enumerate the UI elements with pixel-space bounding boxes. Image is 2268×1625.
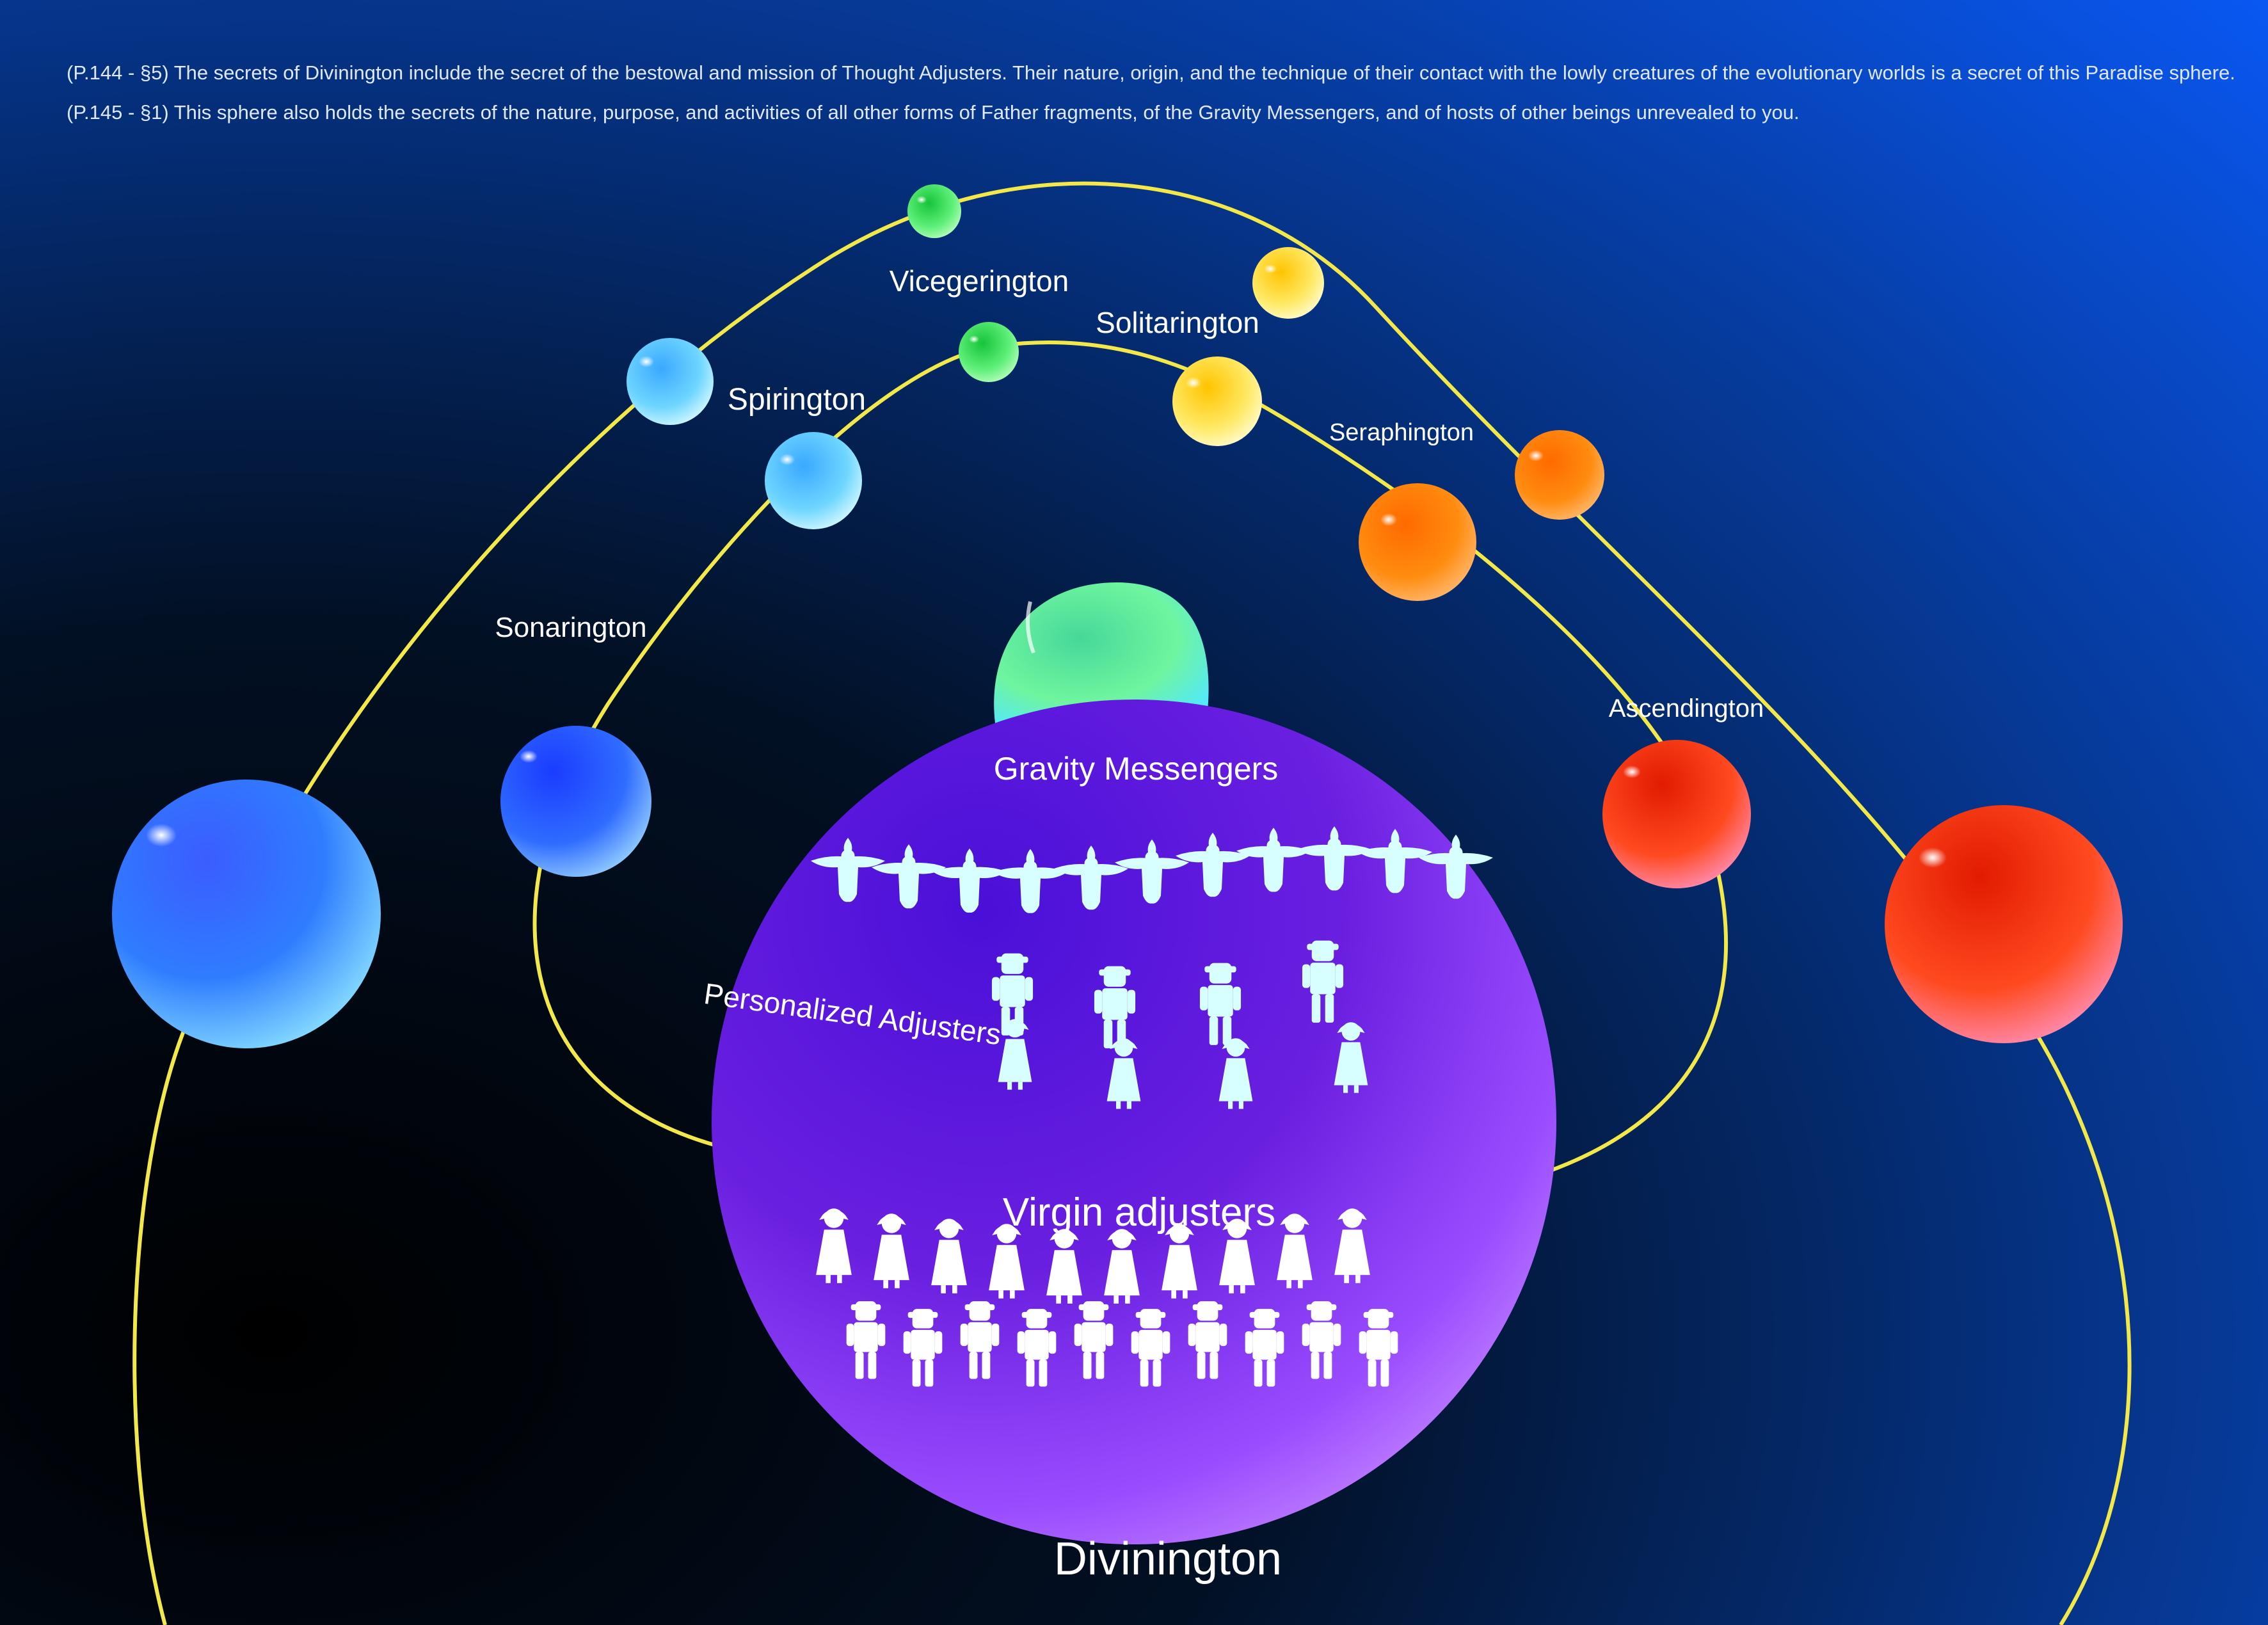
seraphington-sphere [1359,483,1476,601]
solitarington-sphere [1172,356,1262,446]
outer-orbit-path [132,181,2132,1625]
spirington-sphere [765,432,862,529]
caption-line-1: (P.144 - §5) The secrets of Divinington … [67,61,2235,84]
outer-sphere-green [907,184,961,238]
sonarington-label: Sonarington [495,612,646,643]
vicegerington-label: Vicegerington [890,264,1069,298]
outer-sphere-blue [112,780,381,1048]
outer-sphere-orange [1515,430,1604,520]
ascendington-sphere [1602,740,1751,888]
outer-sphere-yellow [1252,247,1324,319]
seraphington-label: Seraphington [1329,419,1474,446]
gravity-messengers-label: Gravity Messengers [994,751,1279,787]
outer-sphere-cyan [627,338,714,425]
dome-sphere [994,582,1209,723]
spirington-label: Spirington [728,383,866,417]
vicegerington-sphere [959,322,1019,382]
caption-line-2: (P.145 - §1) This sphere also holds the … [67,101,1800,124]
ascendington-label: Ascendington [1609,694,1764,723]
solitarington-label: Solitarington [1096,306,1259,339]
divinington-sphere [712,700,1556,1544]
sonarington-sphere [500,726,651,877]
outer-sphere-red [1885,805,2123,1043]
divinington-label: Divinington [1054,1533,1282,1585]
